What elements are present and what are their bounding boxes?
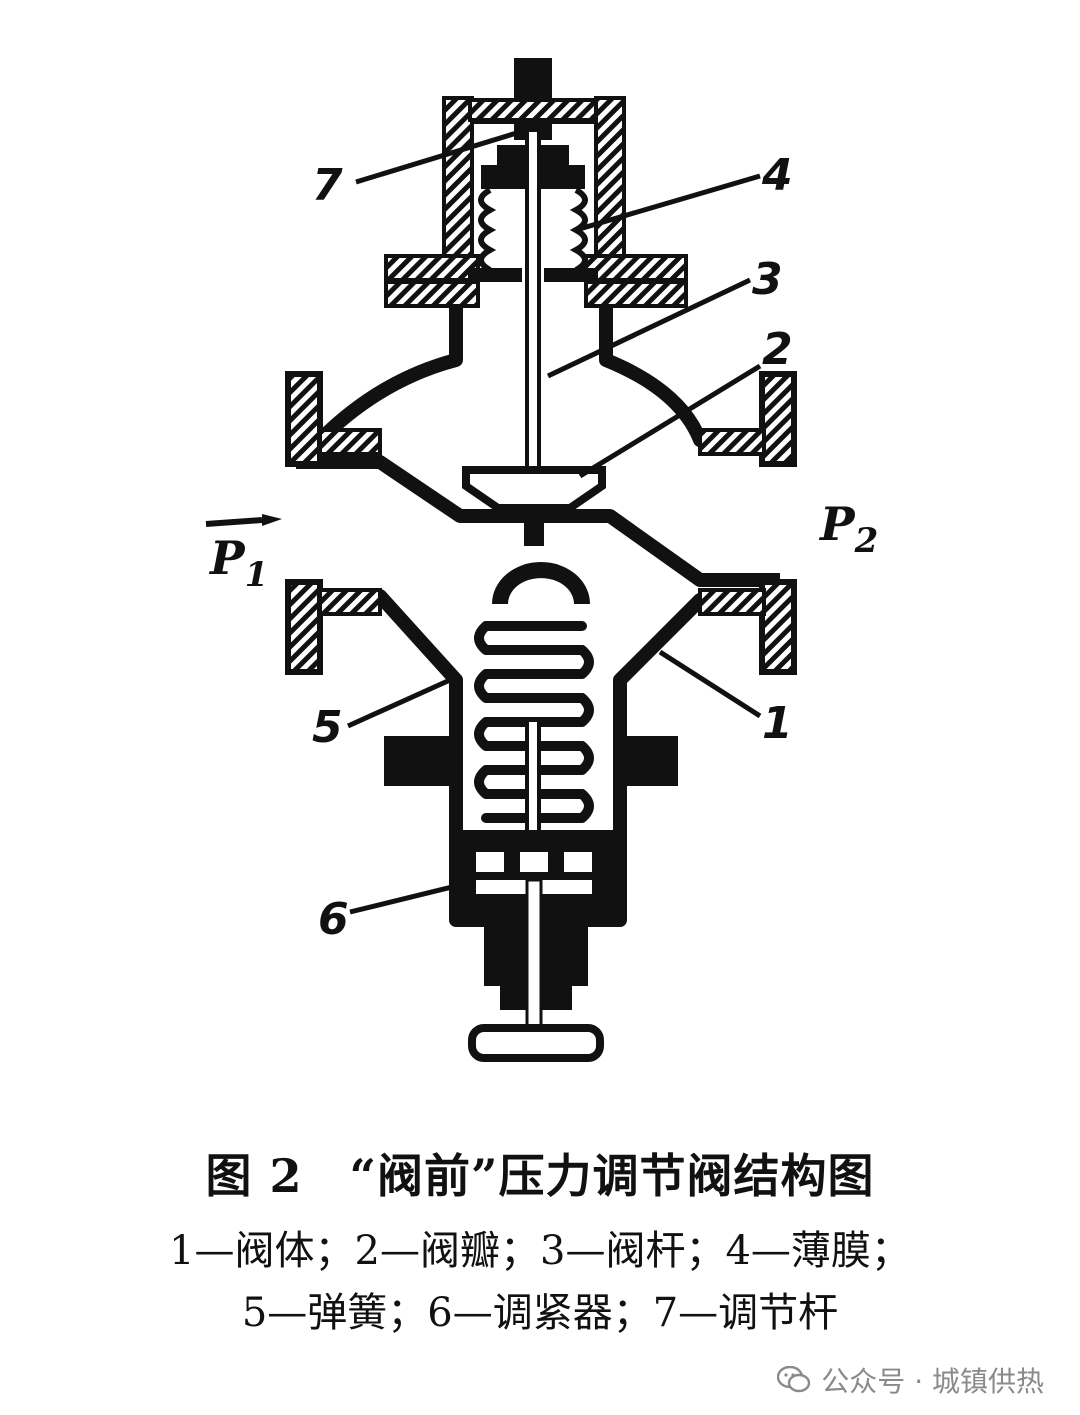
label-7: 7 xyxy=(312,160,343,211)
label-2: 2 xyxy=(762,324,793,375)
watermark: 公众号 · 城镇供热 xyxy=(777,1360,1044,1400)
pipe-flanges xyxy=(285,371,797,675)
wechat-icon xyxy=(777,1366,811,1393)
label-4: 4 xyxy=(761,150,793,201)
lower-flange xyxy=(384,736,678,786)
legend-line-1: 1—阀体；2—阀瓣；3—阀杆；4—薄膜； xyxy=(169,1228,911,1274)
tightener xyxy=(456,830,620,1062)
valve-disc xyxy=(462,466,606,604)
bonnet-cap xyxy=(442,58,626,270)
label-6: 6 xyxy=(318,894,349,945)
valve-body xyxy=(296,306,780,927)
label-5: 5 xyxy=(312,702,343,753)
upper-flange xyxy=(384,254,688,308)
figure-title: 图 2 “阀前”压力调节阀结构图 xyxy=(205,1149,875,1203)
watermark-text: 公众号 · 城镇供热 xyxy=(821,1365,1044,1398)
valve-diagram: 7 4 3 2 1 5 6 P1 P2 xyxy=(205,58,878,1062)
label-1: 1 xyxy=(762,698,793,749)
flow-arrow xyxy=(205,514,282,527)
leader-lines xyxy=(346,129,762,915)
label-p2: P2 xyxy=(818,497,878,561)
legend-line-2: 5—弹簧；6—调紧器；7—调节杆 xyxy=(241,1290,839,1336)
valve-stem xyxy=(525,128,541,472)
label-3: 3 xyxy=(752,254,783,305)
label-p1: P1 xyxy=(208,531,268,595)
spring xyxy=(474,621,594,862)
